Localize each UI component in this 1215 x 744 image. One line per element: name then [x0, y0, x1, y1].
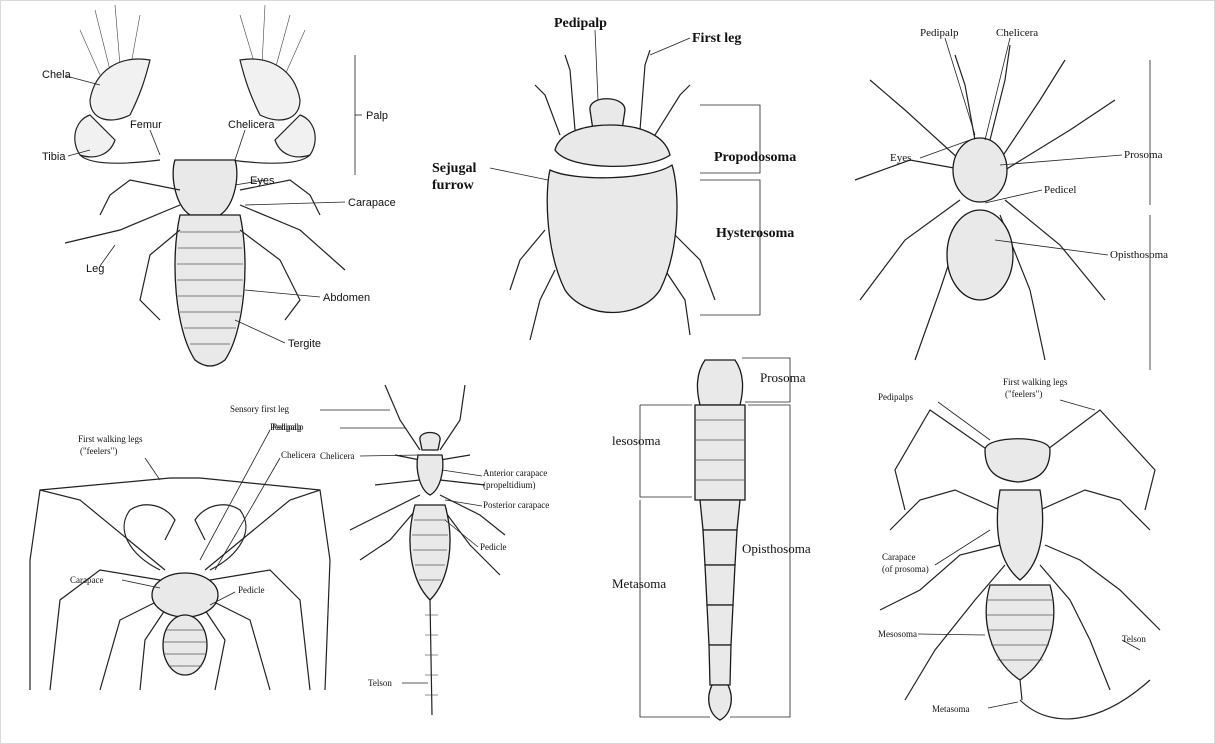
- label-femur: Femur: [130, 119, 162, 131]
- label-eyes: Eyes: [890, 152, 911, 164]
- label-of-prosoma: (of prosoma): [882, 564, 929, 574]
- label-carapace: Carapace: [882, 552, 915, 562]
- label-palp: Palp: [366, 110, 388, 122]
- label-feelers: ("feelers"): [80, 446, 117, 456]
- figure-whip-scorpion: Pedipalps First walking legs ("feelers")…: [878, 377, 1160, 719]
- label-prosoma: Prosoma: [1124, 149, 1163, 161]
- label-leg: Leg: [86, 263, 104, 275]
- label-first-walking-legs: First walking legs: [1003, 377, 1068, 387]
- label-carapace: Carapace: [70, 575, 103, 585]
- figure-mite: Pedipalp First leg Sejugal furrow Propod…: [432, 16, 796, 340]
- label-metasoma: Metasoma: [932, 704, 970, 714]
- label-tergite: Tergite: [288, 338, 321, 350]
- label-pedipalp: Pedipalp: [920, 27, 959, 39]
- label-tibia: Tibia: [42, 151, 66, 163]
- label-eyes: Eyes: [250, 175, 275, 187]
- label-pedipalp: Pedipalp: [272, 422, 304, 432]
- label-carapace: Carapace: [348, 197, 396, 209]
- label-chelicera: Chelicera: [996, 27, 1038, 39]
- label-opisthosoma: Opisthosoma: [1110, 249, 1168, 261]
- label-first-walking-legs: First walking legs: [78, 434, 143, 444]
- label-telson: Telson: [1122, 634, 1146, 644]
- label-prosoma: Prosoma: [760, 370, 806, 385]
- label-first-leg: First leg: [692, 31, 741, 46]
- label-pedicle: Pedicle: [238, 585, 265, 595]
- label-pedipalp: Pedipalp: [554, 16, 607, 31]
- figure-whip-spider: First walking legs ("feelers") Pedipalp …: [30, 422, 330, 690]
- label-metasoma: Metasoma: [612, 576, 666, 591]
- figure-body-plan: Prosoma lesosoma Opisthosoma Metasoma: [612, 358, 811, 720]
- label-mesosoma: lesosoma: [612, 433, 661, 448]
- label-chelicera: Chelicera: [228, 119, 275, 131]
- label-abdomen: Abdomen: [323, 292, 370, 304]
- label-sensory-first-leg: Sensory first leg: [230, 404, 289, 414]
- label-pedipalps: Pedipalps: [878, 392, 913, 402]
- label-pedicel: Pedicel: [1044, 184, 1076, 196]
- label-propodosoma: Propodosoma: [714, 150, 796, 165]
- label-telson: Telson: [368, 678, 392, 688]
- label-mesosoma: Mesosoma: [878, 629, 917, 639]
- label-propeltidium: (propeltidium): [483, 480, 536, 490]
- label-chela: Chela: [42, 69, 72, 81]
- figure-spider: Pedipalp Chelicera Eyes Prosoma Pedicel …: [855, 27, 1168, 370]
- figure-pseudoscorpion: Chela Femur Chelicera Tibia Eyes Carapac…: [42, 5, 396, 366]
- label-opisthosoma: Opisthosoma: [742, 541, 811, 556]
- label-sejugal: Sejugal: [432, 161, 476, 176]
- label-anterior-carapace: Anterior carapace: [483, 468, 547, 478]
- label-chelicera: Chelicera: [320, 451, 354, 461]
- label-chelicera: Chelicera: [281, 450, 315, 460]
- figure-micro-whip-scorpion: Sensory first leg Pedipalp Chelicera Ant…: [230, 385, 549, 715]
- label-posterior-carapace: Posterior carapace: [483, 500, 549, 510]
- label-pedicle: Pedicle: [480, 542, 507, 552]
- label-hysterosoma: Hysterosoma: [716, 226, 794, 241]
- label-furrow: furrow: [432, 178, 475, 193]
- label-feelers: ("feelers"): [1005, 389, 1042, 399]
